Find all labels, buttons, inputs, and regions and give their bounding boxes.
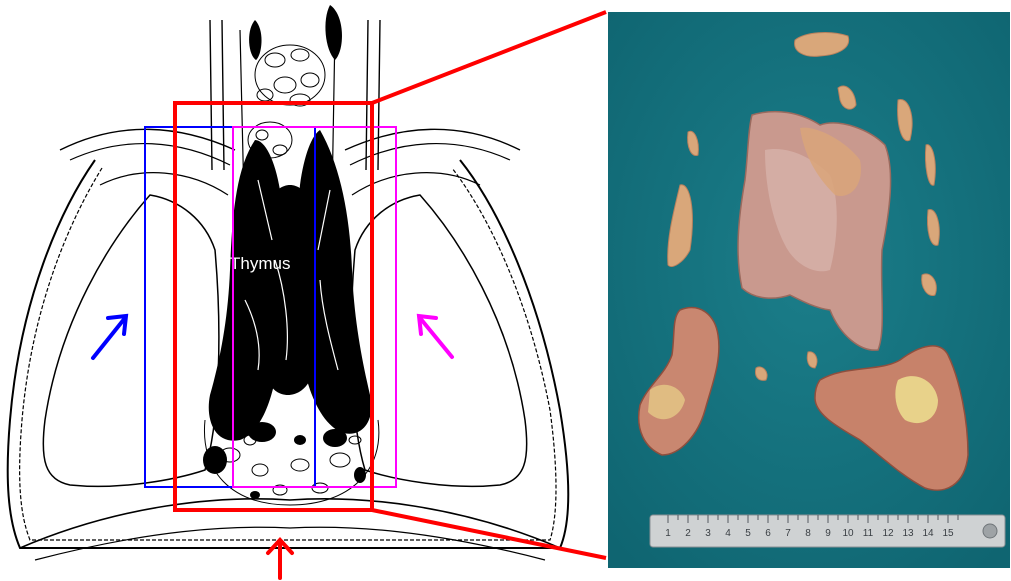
anatomy-drawing: Thymus: [8, 5, 606, 578]
thyroid-upper-pole-right: [325, 5, 342, 60]
ruler-number: 5: [745, 528, 751, 539]
thymus-label: Thymus: [230, 254, 290, 273]
connector-line-bottom: [372, 510, 606, 558]
left-clavicle: [60, 129, 235, 150]
ruler-number: 8: [805, 528, 811, 539]
ruler-number: 4: [725, 528, 731, 539]
ruler-number: 6: [765, 528, 771, 539]
arrow-up-left-icon: [419, 316, 452, 357]
ruler-number: 13: [902, 528, 914, 539]
ruler-number: 1: [665, 528, 671, 539]
connector-line-top: [372, 12, 606, 103]
ruler-number: 3: [705, 528, 711, 539]
arrow-up-right-icon: [93, 316, 126, 358]
ruler-number: 11: [863, 528, 874, 539]
neck-vessel-left: [210, 20, 224, 170]
left-lung: [43, 195, 219, 486]
ruler-number: 15: [942, 528, 954, 539]
ruler-hole: [983, 524, 997, 538]
ruler-number: 2: [685, 528, 691, 539]
diaphragm: [20, 499, 560, 548]
ruler-number: 12: [882, 528, 894, 539]
thymus-center: [264, 185, 316, 395]
ruler-number: 7: [785, 528, 791, 539]
ruler-number: 10: [842, 528, 854, 539]
diaphragm-curve: [35, 527, 545, 560]
arrow-up-icon: [268, 540, 292, 578]
ruler-number: 14: [922, 528, 934, 539]
left-rib-2: [100, 173, 228, 195]
ruler-number: 9: [825, 528, 831, 539]
thyroid-upper-pole-left: [249, 20, 261, 60]
